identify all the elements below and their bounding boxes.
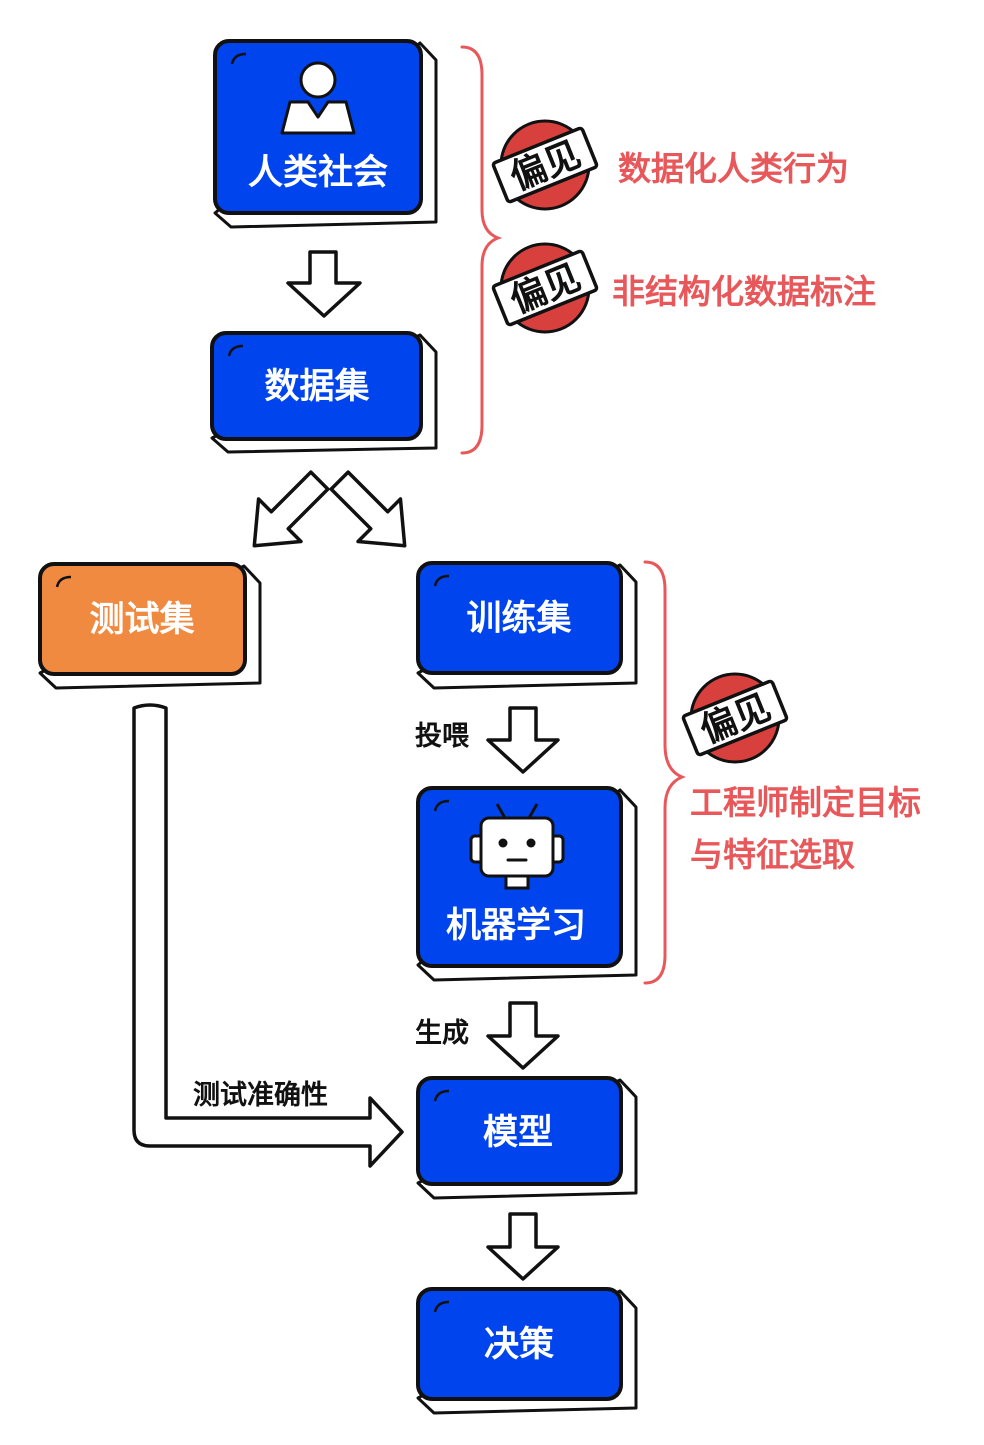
arrow-label-test-accuracy: 测试准确性 xyxy=(193,1079,328,1111)
node-model: 模型 xyxy=(416,1076,638,1200)
arrow-dataset-to-test xyxy=(252,470,330,548)
arrow-label-generate: 生成 xyxy=(415,1018,469,1049)
node-train-set-label: 训练集 xyxy=(466,599,571,639)
node-test-set: 测试集 xyxy=(38,562,262,690)
bias-label-3-line2: 与特征选取 xyxy=(690,835,855,874)
bias-stamp-3: 偏见 xyxy=(680,672,790,764)
arrow-dataset-to-train xyxy=(329,470,407,548)
arrow-model-to-decision xyxy=(486,1212,560,1281)
node-decision: 决策 xyxy=(416,1287,638,1415)
robot-icon xyxy=(469,803,565,890)
node-society: 人类社会 xyxy=(213,39,438,229)
bias-label-2: 非结构化数据标注 xyxy=(612,272,876,311)
arrow-label-feed: 投喂 xyxy=(415,721,470,752)
person-icon xyxy=(280,61,356,135)
node-society-label: 人类社会 xyxy=(248,153,388,193)
node-train-set: 训练集 xyxy=(416,561,638,690)
bias-label-3-line1: 工程师制定目标 xyxy=(690,783,921,822)
bias-stamp-2: 偏见 xyxy=(490,242,600,334)
arrow-test-to-model xyxy=(132,703,404,1168)
node-model-label: 模型 xyxy=(483,1113,553,1153)
node-test-set-label: 测试集 xyxy=(89,600,194,640)
node-ml: 机器学习 xyxy=(416,786,638,982)
bias-bracket-data xyxy=(460,45,503,455)
bias-label-1: 数据化人类行为 xyxy=(618,149,849,188)
arrow-train-to-ml xyxy=(486,706,560,774)
bias-bracket-training xyxy=(643,560,686,985)
node-ml-label: 机器学习 xyxy=(446,905,586,946)
bias-stamp-1: 偏见 xyxy=(490,119,600,211)
arrow-society-to-dataset xyxy=(286,250,362,318)
arrow-ml-to-model xyxy=(486,1001,560,1070)
node-dataset: 数据集 xyxy=(210,331,438,454)
node-decision-label: 决策 xyxy=(484,1325,554,1365)
node-dataset-label: 数据集 xyxy=(264,367,369,407)
